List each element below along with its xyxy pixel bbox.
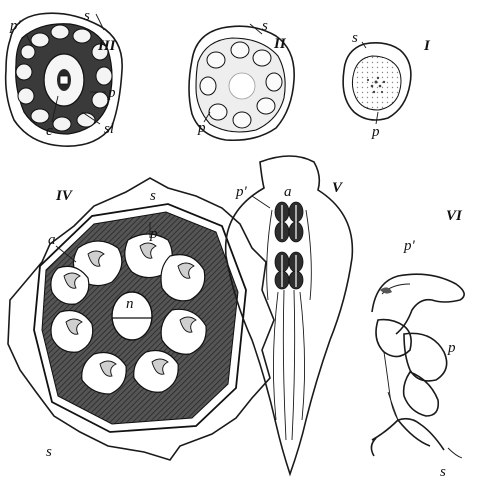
fig-i-numeral: I <box>423 38 431 54</box>
fig-iv-numeral: IV <box>55 188 74 204</box>
fig-ii-label-s: s <box>262 18 268 34</box>
fig-iv-label-s-bottom: s <box>46 444 52 460</box>
fig-iii-label-sl: sl <box>104 121 114 137</box>
fig-i-label-s: s <box>352 30 358 46</box>
fig-iii-label-c: c <box>46 123 53 139</box>
fig-vi-numeral: VI <box>446 208 463 224</box>
fig-iii-label-p-prime: p' <box>9 18 22 34</box>
fig-vi-label-s: s <box>440 464 446 480</box>
fig-iv-label-p: p <box>149 226 158 242</box>
fig-v-numeral: V <box>332 180 344 196</box>
fig-iv-label-s-top: s <box>150 188 156 204</box>
fig-iii-label-p: p <box>107 85 116 101</box>
fig-iii-numeral: III <box>97 38 117 54</box>
fig-iv-label-n: n <box>126 296 134 312</box>
figure-i <box>343 42 411 124</box>
fig-iii-label-s: s <box>84 8 90 24</box>
figure-iv <box>8 178 274 460</box>
fig-vi-label-p: p <box>447 340 456 356</box>
figure-v <box>226 156 353 474</box>
fig-v-label-p-prime: p' <box>235 184 248 200</box>
figure-vi <box>371 274 464 458</box>
fig-v-label-a: a <box>284 184 292 200</box>
fig-iv-label-a: a <box>48 232 56 248</box>
fig-i-label-p: p <box>371 124 380 140</box>
fig-ii-label-p: p <box>197 120 206 136</box>
fig-vi-label-p-prime: p' <box>403 238 416 254</box>
fig-ii-numeral: II <box>273 36 287 52</box>
